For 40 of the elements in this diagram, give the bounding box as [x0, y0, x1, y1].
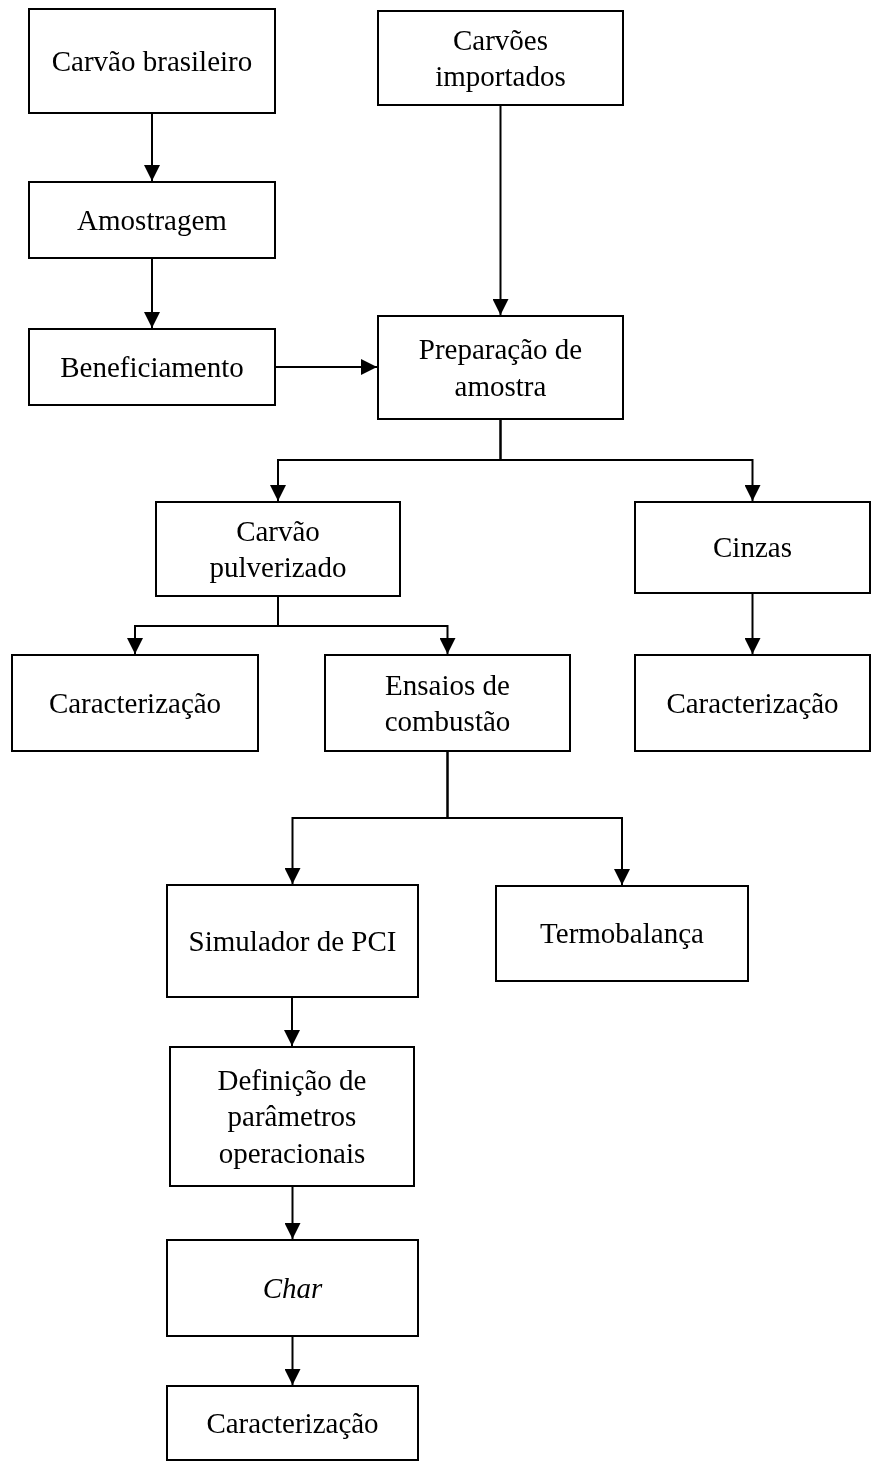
process-box: [166, 884, 419, 998]
box-label: Char: [262, 1270, 323, 1306]
process-box: [634, 654, 871, 752]
box-label: Carvões importados: [434, 22, 567, 94]
arrow: [284, 1186, 301, 1240]
arrow: [144, 113, 160, 182]
arrow: [275, 359, 378, 375]
box-label: Simulador de PCI: [188, 923, 397, 959]
arrow: [446, 751, 630, 886]
box-label: Cinzas: [713, 530, 792, 566]
box-label: Carvão pulverizado: [208, 513, 348, 585]
box-label: Termobalança: [540, 916, 704, 952]
box-label: Preparação de amostra: [417, 332, 584, 404]
arrow: [744, 593, 761, 655]
arrow: [144, 258, 160, 329]
process-box: [377, 315, 624, 420]
process-box: [324, 654, 571, 752]
box-label: Caracterização: [48, 685, 222, 721]
box-label: Carvão brasileiro: [51, 43, 253, 79]
box-label: Definição de parâmetros operacionais: [216, 1063, 368, 1171]
arrow: [499, 419, 761, 502]
process-box: [166, 1385, 419, 1461]
box-label: Caracterização: [666, 685, 839, 721]
box-label: Amostragem: [77, 202, 227, 238]
process-box: [377, 10, 624, 106]
process-box: [169, 1046, 415, 1187]
process-box: [11, 654, 259, 752]
box-label: Beneficiamento: [60, 349, 244, 385]
box-label: Ensaios de combustão: [383, 667, 512, 739]
process-box: [28, 8, 276, 114]
process-box: [28, 181, 276, 259]
process-box: [155, 501, 401, 597]
process-box: [28, 328, 276, 406]
arrow: [284, 997, 300, 1047]
arrow: [492, 105, 509, 316]
process-box: [166, 1239, 419, 1337]
process-box: [495, 885, 749, 982]
box-label: Caracterização: [206, 1405, 379, 1441]
arrow: [284, 1336, 301, 1386]
process-box: [634, 501, 871, 594]
